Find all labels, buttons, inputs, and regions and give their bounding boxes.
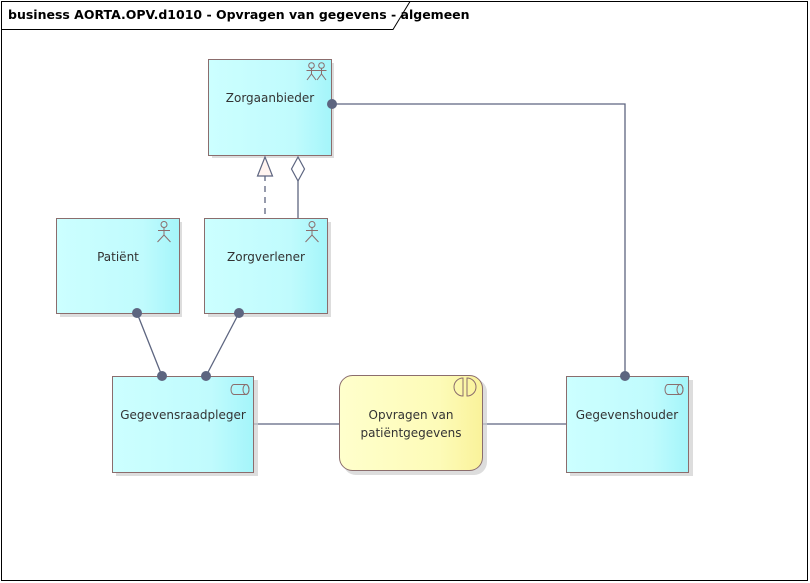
assignment-dot (620, 371, 630, 381)
assignment-patient-gegevensraadpleger[interactable] (136, 312, 163, 377)
connector-markers (132, 99, 630, 381)
assignment-dot (201, 371, 211, 381)
specialization-arrowhead (256, 155, 274, 177)
element-label: Zorgverlener (227, 250, 305, 264)
element-gegevensraadpleger[interactable]: Gegevensraadpleger (112, 376, 259, 477)
element-zorgaanbieder[interactable]: Zorgaanbieder (208, 59, 335, 159)
assignment-zorgverlener-gegevensraadpleger[interactable] (205, 312, 240, 377)
assignment-dot (234, 308, 244, 318)
element-label: Patiënt (97, 250, 139, 264)
frame-title: business AORTA.OPV.d1010 - Opvragen van … (8, 7, 470, 22)
element-label: Gegevenshouder (576, 408, 679, 422)
actor-icon (157, 221, 171, 243)
collaboration-icon (306, 62, 327, 81)
assignment-dot (157, 371, 167, 381)
interaction-icon (453, 377, 477, 397)
element-opvragen-patientgegevens[interactable]: Opvragen van patiëntgegevens (339, 375, 488, 476)
aggregation-diamond (290, 155, 306, 183)
element-zorgverlener[interactable]: Zorgverlener (204, 218, 332, 318)
actor-icon (305, 221, 319, 243)
element-label-line2: patiëntgegevens (360, 426, 461, 440)
element-gegevenshouder[interactable]: Gegevenshouder (566, 376, 694, 477)
element-patient[interactable]: Patiënt (56, 218, 183, 318)
role-icon (230, 384, 250, 395)
element-label: Zorgaanbieder (226, 91, 315, 105)
connectors (136, 103, 626, 425)
element-label-line1: Opvragen van (369, 408, 454, 422)
frame-title-tab (1, 1, 411, 30)
assignment-dot (327, 99, 337, 109)
assignment-zorgaanbieder-gegevenshouder[interactable] (332, 103, 626, 376)
role-icon (664, 384, 684, 395)
assignment-dot (132, 308, 142, 318)
element-label: Gegevensraadpleger (120, 408, 246, 422)
